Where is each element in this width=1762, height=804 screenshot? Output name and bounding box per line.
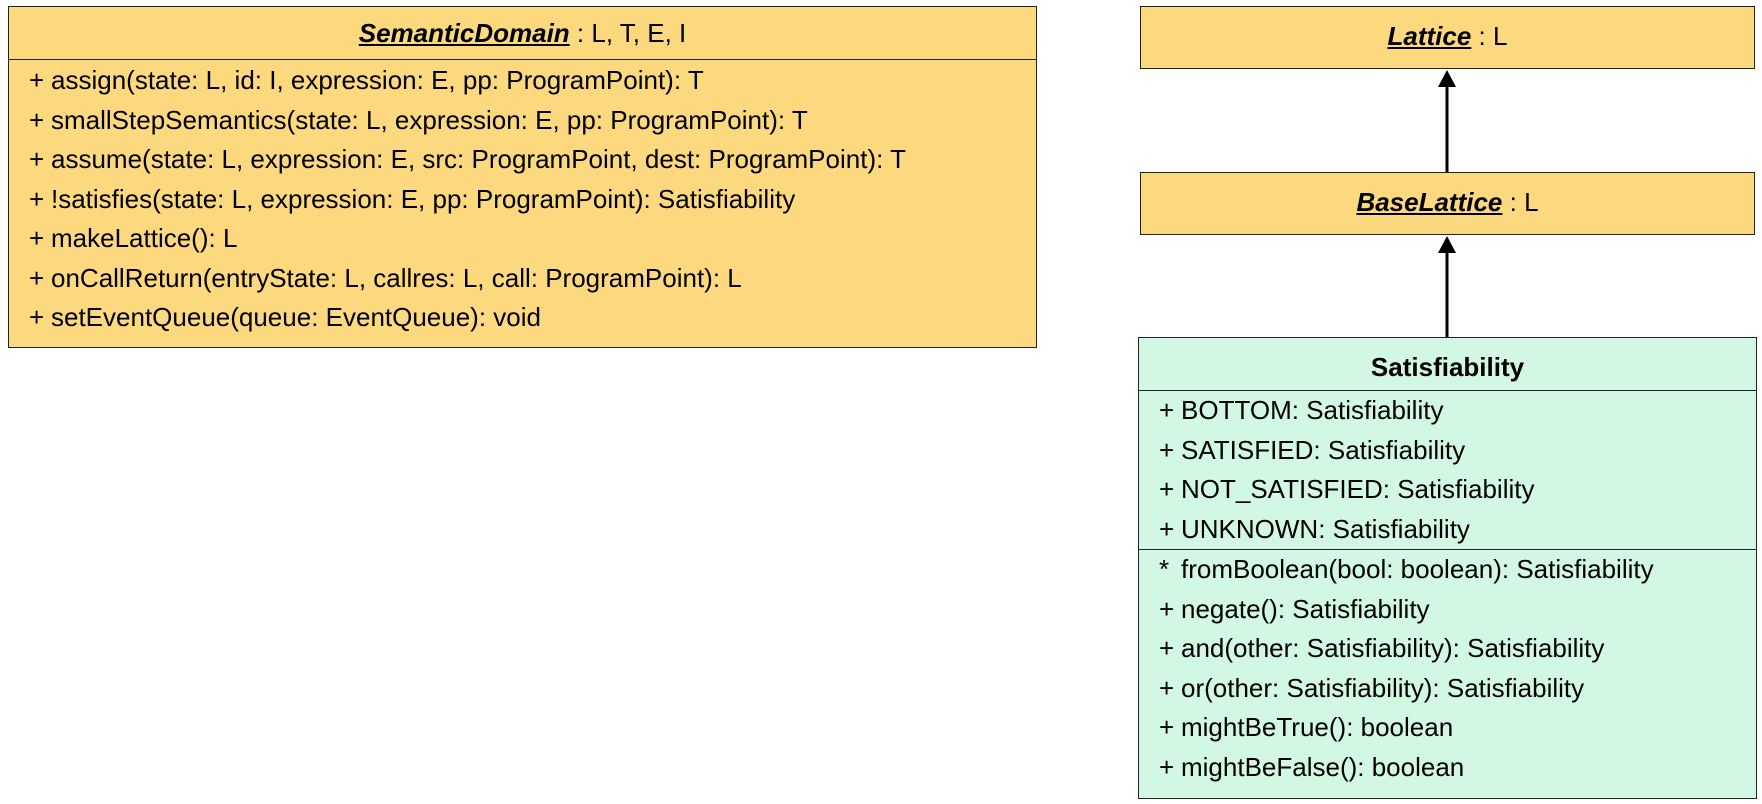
operation-row: * fromBoolean(bool: boolean): Satisfiabil… [1139,550,1756,590]
attribute-signature: SATISFIED: Satisfiability [1181,434,1466,465]
visibility-marker: + [29,302,45,332]
operation-signature: assume(state: L, expression: E, src: Pro… [51,144,906,174]
visibility-marker: + [29,223,45,253]
attribute-row: +UNKNOWN: Satisfiability [1139,510,1756,550]
base-lattice-name: BaseLattice [1356,187,1503,217]
satisfiability-header: Satisfiability [1139,338,1756,390]
arrow-base-lattice-to-lattice [1438,70,1456,172]
visibility-marker: + [29,104,45,135]
arrow-head-icon [1438,236,1456,253]
visibility-marker: + [1159,513,1175,544]
operation-row: +or(other: Satisfiability): Satisfiabili… [1139,669,1756,709]
operation-row: +!satisfies(state: L, expression: E, pp:… [9,180,1036,220]
satisfiability-attributes: +BOTTOM: Satisfiability +SATISFIED: Sati… [1139,390,1756,549]
visibility-marker: + [1159,633,1175,663]
visibility-marker: + [29,183,45,214]
visibility-marker: * [1159,554,1170,584]
visibility-marker: + [29,144,45,174]
attribute-row: +BOTTOM: Satisfiability [1139,391,1756,431]
attribute-signature: NOT_SATISFIED: Satisfiability [1181,474,1535,504]
visibility-marker: + [1159,434,1175,465]
operation-signature: assign(state: L, id: I, expression: E, p… [51,65,704,95]
operation-signature: or(other: Satisfiability): Satisfiabilit… [1181,672,1585,703]
semantic-domain-type-params: : L, T, E, I [569,18,687,48]
semantic-domain-name: SemanticDomain [358,18,570,48]
operation-row: +mightBeTrue(): boolean [1139,708,1756,748]
visibility-marker: + [1159,593,1175,624]
operation-row: +smallStepSemantics(state: L, expression… [9,101,1036,141]
operation-row: +setEventQueue(queue: EventQueue): void [9,298,1036,338]
operation-signature: mightBeFalse(): boolean [1181,751,1465,782]
visibility-marker: + [1159,672,1175,703]
visibility-marker: + [29,262,45,293]
satisfiability-operations: * fromBoolean(bool: boolean): Satisfiabil… [1139,549,1756,787]
semantic-domain-class[interactable]: SemanticDomain : L, T, E, I +assign(stat… [8,6,1037,348]
lattice-class[interactable]: Lattice : L [1140,6,1755,69]
operation-row: +makeLattice(): L [9,219,1036,259]
visibility-marker: + [1159,395,1175,425]
visibility-marker: + [1159,474,1175,504]
attribute-row: +NOT_SATISFIED: Satisfiability [1139,470,1756,510]
semantic-domain-header: SemanticDomain : L, T, E, I [9,7,1036,59]
operation-row: +onCallReturn(entryState: L, callres: L,… [9,259,1036,299]
operation-signature: setEventQueue(queue: EventQueue): void [51,302,541,332]
satisfiability-class[interactable]: Satisfiability +BOTTOM: Satisfiability +… [1138,337,1757,799]
operation-signature: !satisfies(state: L, expression: E, pp: … [51,183,796,214]
base-lattice-class[interactable]: BaseLattice : L [1140,172,1755,235]
arrow-satisfiability-to-base-lattice [1438,236,1456,337]
base-lattice-type-params: : L [1502,187,1539,217]
operation-signature: and(other: Satisfiability): Satisfiabili… [1181,633,1605,663]
operation-signature: negate(): Satisfiability [1181,593,1430,624]
operation-row: +mightBeFalse(): boolean [1139,748,1756,788]
satisfiability-name: Satisfiability [1370,352,1525,382]
operation-signature: makeLattice(): L [51,223,238,253]
semantic-domain-operations: +assign(state: L, id: I, expression: E, … [9,59,1036,338]
operation-signature: mightBeTrue(): boolean [1181,712,1454,742]
visibility-marker: + [1159,712,1175,742]
visibility-marker: + [1159,751,1175,782]
operation-row: +negate(): Satisfiability [1139,590,1756,630]
operation-signature: smallStepSemantics(state: L, expression:… [51,104,808,135]
operation-row: +assign(state: L, id: I, expression: E, … [9,61,1036,101]
visibility-marker: + [29,65,45,95]
operation-row: +and(other: Satisfiability): Satisfiabil… [1139,629,1756,669]
arrow-head-icon [1438,70,1456,87]
base-lattice-header: BaseLattice : L [1141,173,1754,233]
attribute-signature: BOTTOM: Satisfiability [1181,395,1444,425]
operation-signature: onCallReturn(entryState: L, callres: L, … [51,262,742,293]
lattice-type-params: : L [1471,21,1508,51]
attribute-row: +SATISFIED: Satisfiability [1139,431,1756,471]
lattice-name: Lattice [1387,21,1472,51]
lattice-header: Lattice : L [1141,7,1754,67]
operation-signature: fromBoolean(bool: boolean): Satisfiabili… [1181,554,1654,584]
attribute-signature: UNKNOWN: Satisfiability [1181,513,1470,544]
operation-row: +assume(state: L, expression: E, src: Pr… [9,140,1036,180]
